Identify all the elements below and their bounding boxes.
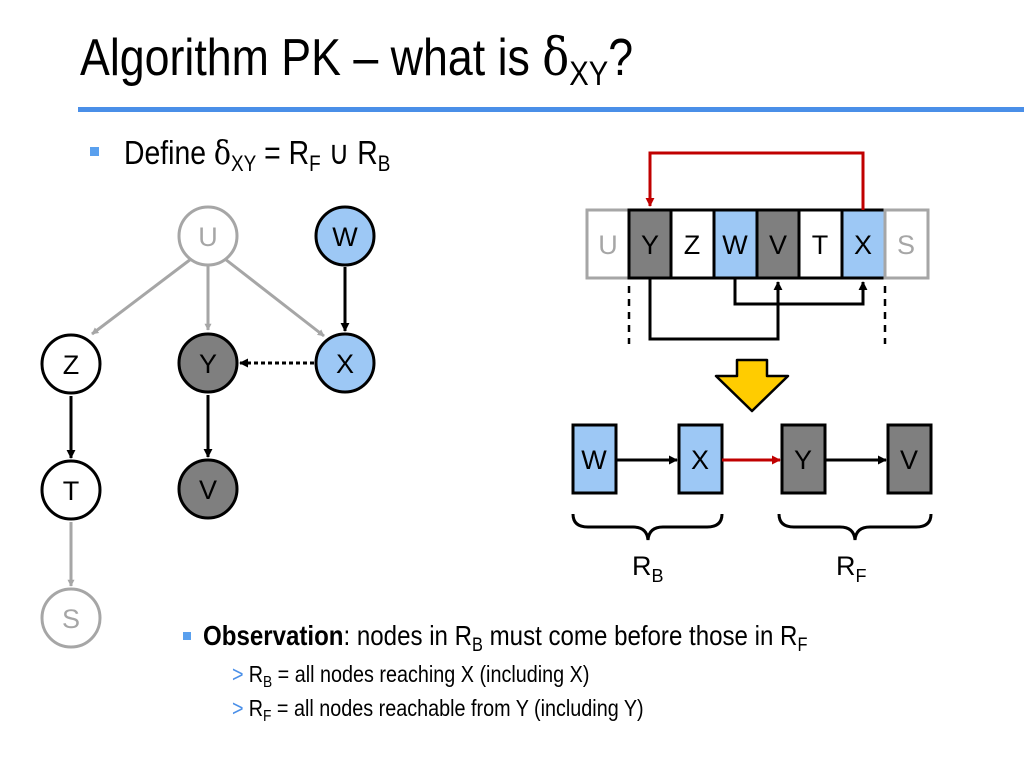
observation-sub-rb: >RB = all nodes reaching X (including X)	[232, 661, 590, 691]
order-strip: U Y Z W V T X S	[585, 208, 930, 280]
red-arc-x-to-y	[645, 151, 865, 210]
edge-u-z	[91, 257, 192, 336]
order-cell-v	[755, 208, 801, 280]
edge-y-to-v-below	[648, 278, 783, 341]
result-box-v	[886, 423, 933, 495]
order-label-u: U	[598, 230, 618, 260]
order-cell-y	[627, 208, 673, 280]
brace-rf	[777, 513, 933, 541]
title-underline	[78, 107, 1024, 112]
node-y-label: Y	[199, 349, 217, 379]
result-label-y: Y	[794, 445, 812, 475]
node-z-label: Z	[63, 350, 80, 380]
node-v-label: V	[199, 475, 217, 505]
result-label-x: X	[691, 445, 709, 475]
order-cell-s	[883, 208, 930, 280]
order-label-y: Y	[641, 230, 659, 260]
order-label-v: V	[769, 230, 787, 260]
bullet-marker	[90, 147, 99, 156]
node-s: S	[40, 587, 102, 649]
result-label-v: V	[900, 445, 918, 475]
node-v: V	[177, 458, 239, 520]
observation-sub-rf: >RF = all nodes reachable from Y (includ…	[232, 695, 644, 725]
bullet-marker	[183, 632, 191, 640]
slide-title: Algorithm PK – what is δXY?	[80, 28, 634, 93]
node-w-label: W	[332, 222, 358, 252]
edge-w-to-x-below	[733, 278, 868, 306]
order-label-w: W	[722, 230, 748, 260]
sub-bullet-marker: >	[232, 695, 244, 721]
node-u: U	[177, 205, 239, 267]
node-z: Z	[40, 333, 102, 395]
node-u-label: U	[198, 222, 218, 252]
node-t: T	[40, 459, 102, 521]
node-t-label: T	[63, 476, 80, 506]
edge-u-x	[224, 257, 325, 338]
result-box-x	[677, 423, 724, 495]
observation-line: Observation: nodes in RB must come befor…	[203, 620, 808, 656]
order-label-s: S	[897, 230, 915, 260]
node-w: W	[314, 205, 376, 267]
result-label-w: W	[581, 445, 607, 475]
node-x: X	[314, 332, 376, 394]
node-s-label: S	[62, 604, 80, 634]
rb-label: RB	[632, 551, 664, 586]
node-y: Y	[177, 332, 239, 394]
order-cell-x	[840, 208, 887, 280]
define-line: Define δXY = RF ∪ RB	[124, 133, 391, 176]
rf-label: RF	[836, 551, 867, 586]
node-x-label: X	[336, 349, 354, 379]
sub-bullet-marker: >	[232, 661, 244, 687]
order-label-x: X	[854, 230, 872, 260]
order-label-z: Z	[684, 230, 701, 260]
order-label-t: T	[812, 230, 829, 260]
brace-rb	[571, 513, 724, 541]
yellow-down-arrow	[714, 358, 790, 413]
